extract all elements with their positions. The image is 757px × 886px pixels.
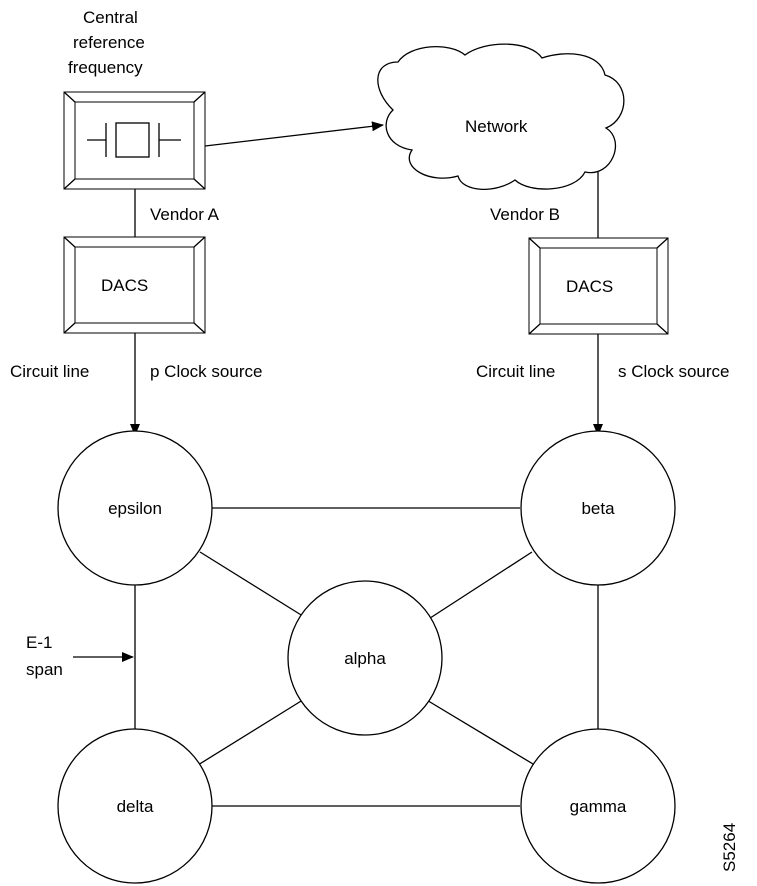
span-label-line1: E-1 <box>26 633 52 652</box>
figure-id-label: S5264 <box>720 823 739 872</box>
node-beta-label: beta <box>581 499 615 518</box>
node-alpha-label: alpha <box>344 649 386 668</box>
dacs-a-label: DACS <box>101 276 148 295</box>
node-delta: delta <box>57 728 213 884</box>
p-clock-source-label: p Clock source <box>150 362 262 381</box>
link-delta-alpha <box>197 697 307 766</box>
link-gamma-alpha <box>424 698 534 765</box>
vendor-b-label: Vendor B <box>490 205 560 224</box>
node-gamma-label: gamma <box>570 797 627 816</box>
reference-label-line2: reference <box>73 33 145 52</box>
network-label: Network <box>465 117 528 136</box>
circuit-line-right-label: Circuit line <box>476 362 555 381</box>
crystal-oscillator-icon <box>87 122 181 158</box>
node-epsilon-label: epsilon <box>108 499 162 518</box>
e1-span-links <box>134 507 599 807</box>
node-alpha: alpha <box>287 580 443 736</box>
node-beta: beta <box>520 430 676 586</box>
reference-frequency-box <box>63 91 206 190</box>
vendor-a-label: Vendor A <box>150 205 220 224</box>
span-label-line2: span <box>26 660 63 679</box>
node-delta-label: delta <box>117 797 154 816</box>
dacs-b-label: DACS <box>566 277 613 296</box>
link-beta-alpha <box>423 551 533 623</box>
node-epsilon: epsilon <box>57 430 213 586</box>
dacs-vendor-a: DACS <box>63 236 206 334</box>
reference-label-line1: Central <box>83 8 138 27</box>
dacs-vendor-b: DACS <box>528 237 669 335</box>
network-cloud <box>377 43 625 191</box>
circuit-line-left-label: Circuit line <box>10 362 89 381</box>
node-gamma: gamma <box>520 728 676 884</box>
reference-label-line3: frequency <box>68 58 143 77</box>
reference-to-network-arrow <box>204 121 384 147</box>
s-clock-source-label: s Clock source <box>618 362 729 381</box>
link-epsilon-alpha <box>199 551 307 619</box>
